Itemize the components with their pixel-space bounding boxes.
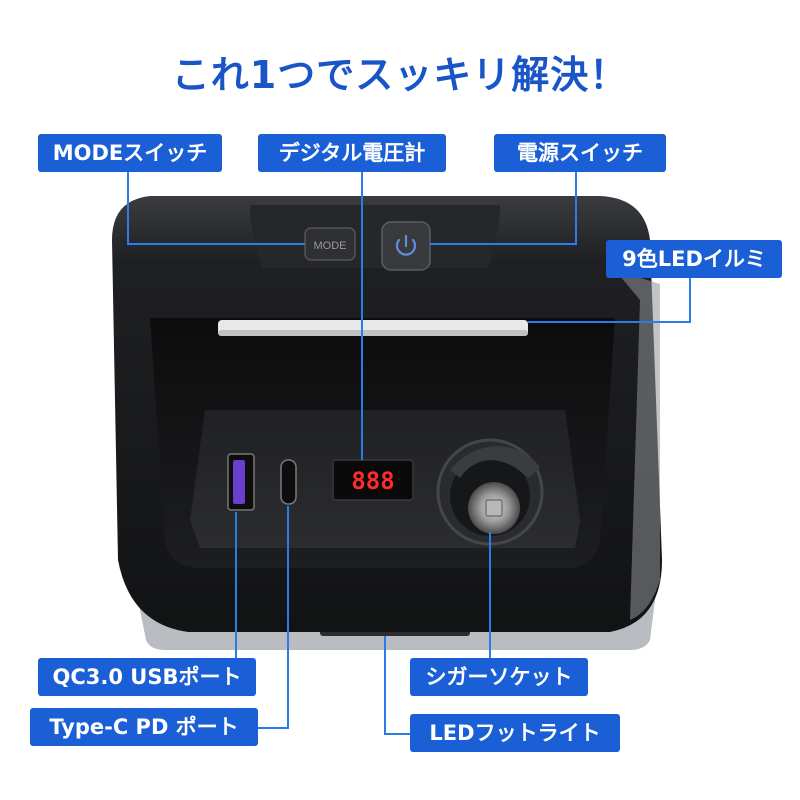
callout-power: [430, 172, 577, 245]
voltmeter-digits: 888: [351, 467, 394, 495]
side-highlight: [615, 270, 660, 620]
headline: これ1つでスッキリ解決！: [171, 53, 629, 97]
callout-typec: [258, 506, 289, 729]
cigar-socket-cap: [450, 446, 540, 478]
callout-footlight: [384, 636, 410, 735]
callout-led: [528, 278, 691, 323]
label-qc-usb-port: QC3.0 USBポート: [38, 658, 256, 696]
mode-button-text: MODE: [314, 240, 347, 252]
label-foot-light: LEDフットライト: [410, 714, 620, 752]
voltmeter-display: [332, 459, 414, 501]
label-mode-switch: MODEスイッチ: [38, 134, 222, 172]
led-strip-shade: [218, 330, 528, 336]
power-icon: [395, 234, 417, 256]
usb-port-tongue: [233, 460, 245, 504]
label-cigar-socket: シガーソケット: [410, 658, 588, 696]
cigar-socket-center: [485, 499, 503, 517]
label-typec-port: Type-C PD ポート: [30, 708, 258, 746]
label-led-illumination: 9色LEDイルミ: [606, 240, 782, 278]
typec-port: [280, 459, 297, 505]
button-ridge: [250, 205, 500, 268]
label-power-switch: 電源スイッチ: [494, 134, 666, 172]
label-voltmeter: デジタル電圧計: [258, 134, 446, 172]
callout-mode: [127, 172, 305, 245]
